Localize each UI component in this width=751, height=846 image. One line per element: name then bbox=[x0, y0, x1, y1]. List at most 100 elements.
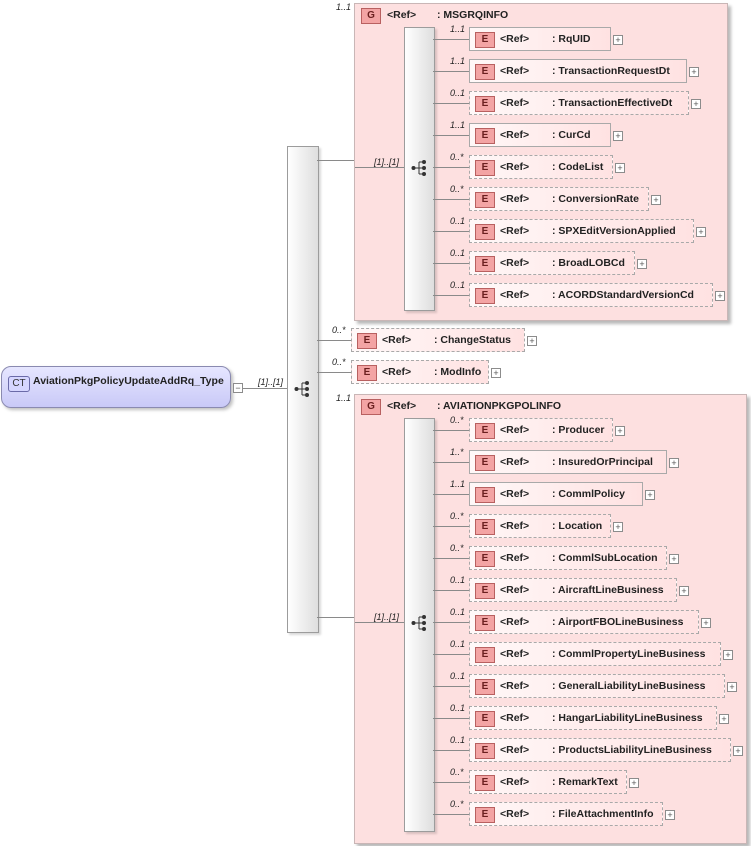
element-cardinality: 0..* bbox=[450, 767, 464, 777]
element-location[interactable]: E<Ref>: Location bbox=[469, 514, 611, 538]
expand-icon[interactable]: + bbox=[733, 746, 743, 756]
expand-icon[interactable]: + bbox=[723, 650, 733, 660]
sequence-icon bbox=[411, 615, 426, 631]
element-ref: <Ref> bbox=[500, 744, 530, 756]
element-ref: <Ref> bbox=[500, 488, 530, 500]
expand-icon[interactable]: + bbox=[719, 714, 729, 724]
element-codelist[interactable]: E<Ref>: CodeList bbox=[469, 155, 613, 179]
element-aircraftlinebusiness[interactable]: E<Ref>: AircraftLineBusiness bbox=[469, 578, 677, 602]
element-changestatus[interactable]: E<Ref>: ChangeStatus bbox=[351, 328, 525, 352]
complex-type-node[interactable]: CT AviationPkgPolicyUpdateAddRq_Type bbox=[1, 366, 231, 408]
element-cardinality: 1..1 bbox=[450, 120, 466, 130]
element-badge: E bbox=[357, 365, 377, 381]
sequence-icon bbox=[411, 160, 426, 176]
element-curcd[interactable]: E<Ref>: CurCd bbox=[469, 123, 611, 147]
element-badge: E bbox=[475, 256, 495, 272]
element-modinfo[interactable]: E <Ref> : ModInfo bbox=[351, 360, 489, 384]
expand-icon[interactable]: + bbox=[669, 554, 679, 564]
element-badge: E bbox=[475, 224, 495, 240]
element-name: : BroadLOBCd bbox=[552, 257, 625, 269]
root-expand-icon[interactable]: − bbox=[233, 383, 243, 393]
expand-icon[interactable]: + bbox=[491, 368, 501, 378]
expand-icon[interactable]: + bbox=[665, 810, 675, 820]
expand-icon[interactable]: + bbox=[701, 618, 711, 628]
element-name: : ModInfo bbox=[434, 366, 482, 378]
complex-type-badge: CT bbox=[8, 376, 30, 392]
element-badge: E bbox=[475, 64, 495, 80]
sequence-icon bbox=[294, 381, 309, 397]
element-ref: <Ref> bbox=[500, 808, 530, 820]
expand-icon[interactable]: + bbox=[637, 259, 647, 269]
element-cardinality: 0..1 bbox=[450, 671, 466, 681]
element-badge: E bbox=[475, 128, 495, 144]
expand-icon[interactable]: + bbox=[527, 336, 537, 346]
sequence-cardinality: [1]..[1] bbox=[374, 157, 400, 167]
element-badge: E bbox=[475, 711, 495, 727]
element-badge: E bbox=[475, 455, 495, 471]
element-badge: E bbox=[475, 96, 495, 112]
expand-icon[interactable]: + bbox=[645, 490, 655, 500]
expand-icon[interactable]: + bbox=[613, 131, 623, 141]
element-generalliabilitylinebusiness[interactable]: E<Ref>: GeneralLiabilityLineBusiness bbox=[469, 674, 725, 698]
element-remarktext[interactable]: E<Ref>: RemarkText bbox=[469, 770, 627, 794]
element-cardinality: 0..* bbox=[450, 511, 464, 521]
group-badge: G bbox=[361, 399, 381, 415]
element-commlpolicy[interactable]: E<Ref>: CommlPolicy bbox=[469, 482, 643, 506]
element-ref: <Ref> bbox=[382, 366, 412, 378]
element-name: : Producer bbox=[552, 424, 605, 436]
element-badge: E bbox=[475, 519, 495, 535]
group-ref: <Ref> bbox=[387, 400, 417, 412]
element-badge: E bbox=[475, 551, 495, 567]
element-acordstandardversioncd[interactable]: E<Ref>: ACORDStandardVersionCd bbox=[469, 283, 713, 307]
element-cardinality: 0..* bbox=[332, 325, 346, 335]
expand-icon[interactable]: + bbox=[629, 778, 639, 788]
element-ref: <Ref> bbox=[500, 193, 530, 205]
expand-icon[interactable]: + bbox=[613, 35, 623, 45]
element-hangarliabilitylinebusiness[interactable]: E<Ref>: HangarLiabilityLineBusiness bbox=[469, 706, 717, 730]
element-name: : ACORDStandardVersionCd bbox=[552, 289, 694, 301]
element-conversionrate[interactable]: E<Ref>: ConversionRate bbox=[469, 187, 649, 211]
element-transactioneffectivedt[interactable]: E<Ref>: TransactionEffectiveDt bbox=[469, 91, 689, 115]
element-ref: <Ref> bbox=[500, 456, 530, 468]
element-name: : CurCd bbox=[552, 129, 591, 141]
element-badge: E bbox=[475, 743, 495, 759]
expand-icon[interactable]: + bbox=[715, 291, 725, 301]
element-ref: <Ref> bbox=[500, 65, 530, 77]
element-badge: E bbox=[475, 160, 495, 176]
expand-icon[interactable]: + bbox=[669, 458, 679, 468]
expand-icon[interactable]: + bbox=[615, 426, 625, 436]
expand-icon[interactable]: + bbox=[727, 682, 737, 692]
element-transactionrequestdt[interactable]: E<Ref>: TransactionRequestDt bbox=[469, 59, 687, 83]
element-commlpropertylinebusiness[interactable]: E<Ref>: CommlPropertyLineBusiness bbox=[469, 642, 721, 666]
element-productsliabilitylinebusiness[interactable]: E<Ref>: ProductsLiabilityLineBusiness bbox=[469, 738, 731, 762]
element-badge: E bbox=[475, 192, 495, 208]
element-badge: E bbox=[475, 288, 495, 304]
element-commlsublocation[interactable]: E<Ref>: CommlSubLocation bbox=[469, 546, 667, 570]
element-broadlobcd[interactable]: E <Ref> : BroadLOBCd bbox=[469, 251, 635, 275]
element-ref: <Ref> bbox=[500, 712, 530, 724]
expand-icon[interactable]: + bbox=[696, 227, 706, 237]
element-cardinality: 0..1 bbox=[450, 703, 466, 713]
expand-icon[interactable]: + bbox=[679, 586, 689, 596]
element-name: : CommlPropertyLineBusiness bbox=[552, 648, 706, 660]
element-name: : InsuredOrPrincipal bbox=[552, 456, 653, 468]
expand-icon[interactable]: + bbox=[615, 163, 625, 173]
element-rquid[interactable]: E<Ref>: RqUID bbox=[469, 27, 611, 51]
element-name: : CommlSubLocation bbox=[552, 552, 658, 564]
element-ref: <Ref> bbox=[500, 257, 530, 269]
element-producer[interactable]: E<Ref>: Producer bbox=[469, 418, 613, 442]
element-insuredorprincipal[interactable]: E <Ref> : InsuredOrPrincipal bbox=[469, 450, 667, 474]
element-ref: <Ref> bbox=[500, 424, 530, 436]
expand-icon[interactable]: + bbox=[691, 99, 701, 109]
group-cardinality: 1..1 bbox=[336, 2, 352, 12]
expand-icon[interactable]: + bbox=[689, 67, 699, 77]
element-ref: <Ref> bbox=[500, 520, 530, 532]
element-airportfbolinebusiness[interactable]: E<Ref>: AirportFBOLineBusiness bbox=[469, 610, 699, 634]
element-name: : CommlPolicy bbox=[552, 488, 625, 500]
group-name: : AVIATIONPKGPOLINFO bbox=[437, 400, 562, 412]
element-spxeditversionapplied[interactable]: E<Ref>: SPXEditVersionApplied bbox=[469, 219, 694, 243]
expand-icon[interactable]: + bbox=[613, 522, 623, 532]
expand-icon[interactable]: + bbox=[651, 195, 661, 205]
element-badge: E bbox=[475, 775, 495, 791]
element-fileattachmentinfo[interactable]: E<Ref>: FileAttachmentInfo bbox=[469, 802, 663, 826]
